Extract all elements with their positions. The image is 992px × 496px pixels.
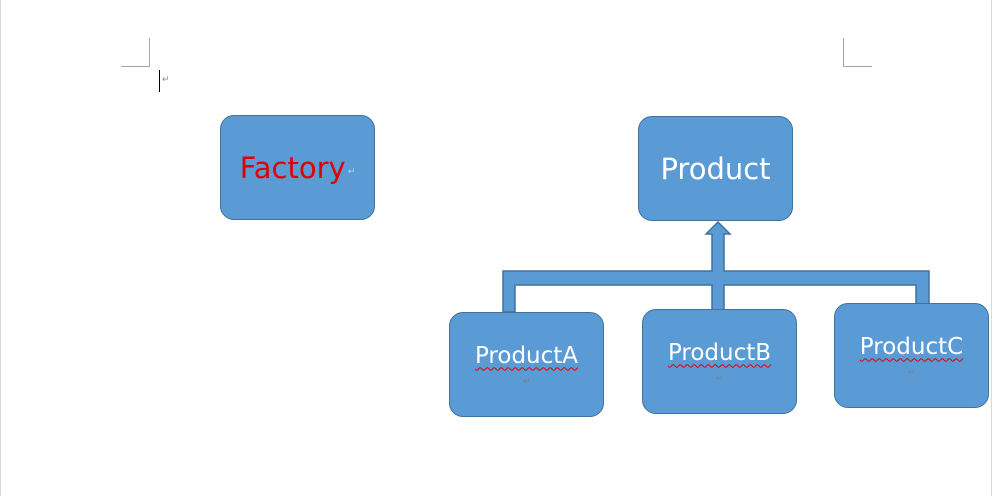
- inheritance-arrow-shape: [502, 220, 930, 313]
- factory-box[interactable]: Factory ↵: [220, 115, 375, 220]
- factory-label: Factory: [239, 150, 346, 185]
- margin-corner-top-right: [843, 38, 872, 67]
- product-c-label: ProductC: [859, 333, 964, 360]
- paragraph-mark: ↵: [347, 167, 356, 177]
- paragraph-mark: ↵: [715, 373, 724, 384]
- product-a-label: ProductA: [474, 342, 579, 369]
- product-box[interactable]: Product: [638, 116, 793, 221]
- text-cursor[interactable]: [159, 70, 160, 92]
- product-b-box[interactable]: ProductB ↵: [642, 309, 797, 414]
- margin-corner-top-left: [121, 38, 150, 67]
- paragraph-mark: ↵: [907, 367, 916, 378]
- paragraph-mark: ↵: [162, 75, 170, 85]
- product-label: Product: [660, 151, 771, 186]
- product-b-label: ProductB: [667, 339, 772, 366]
- product-a-box[interactable]: ProductA ↵: [449, 312, 604, 417]
- paragraph-mark: ↵: [522, 376, 531, 387]
- product-c-box[interactable]: ProductC ↵: [834, 303, 989, 408]
- page-edge-left: [0, 0, 1, 496]
